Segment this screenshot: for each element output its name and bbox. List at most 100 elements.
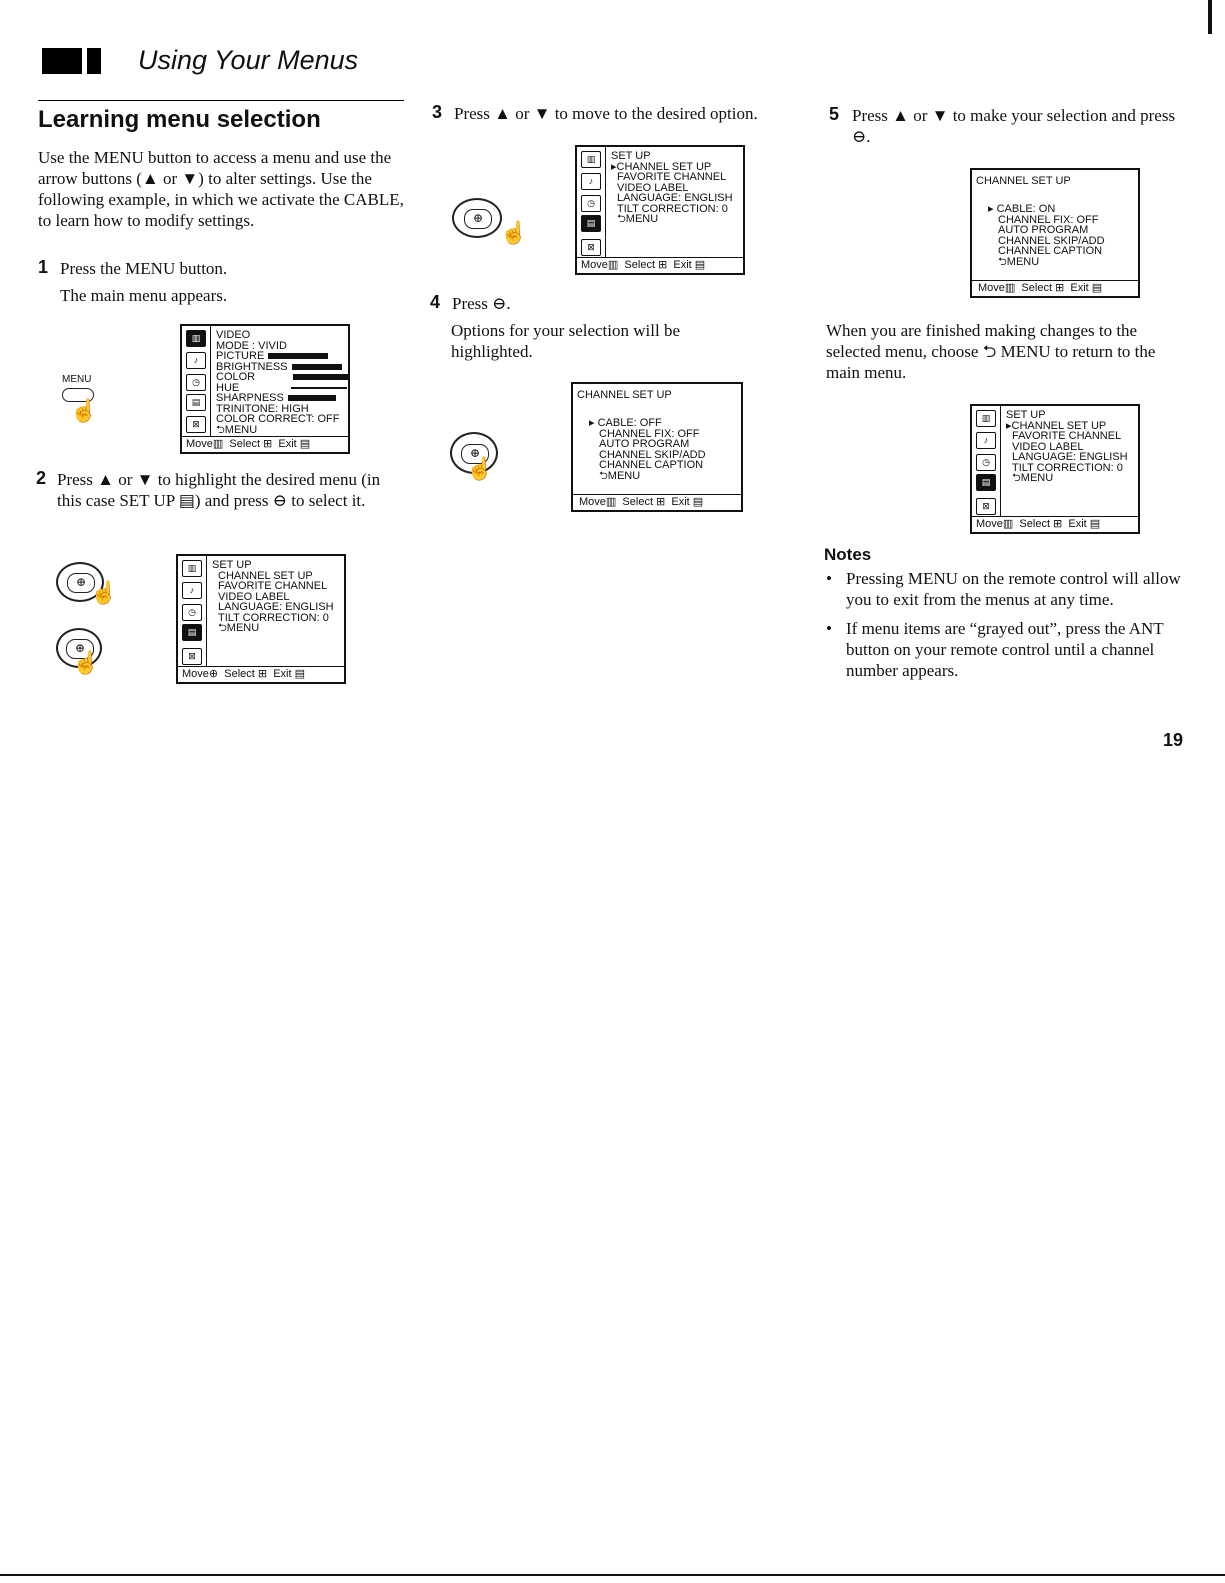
menu-line: LANGUAGE: ENGLISH <box>617 192 733 204</box>
menu-line: BRIGHTNESS <box>216 361 346 372</box>
return-instructions: When you are finished making changes to … <box>826 321 1156 382</box>
pointing-hand-icon: ☝ <box>90 580 118 605</box>
menu-footer: Move▥ Select ⊞ Exit ▤ <box>972 516 1138 532</box>
menu-line: AUTO PROGRAM <box>599 438 690 450</box>
timer-icon: ◷ <box>581 195 601 212</box>
level-bar <box>287 395 336 402</box>
level-bar <box>291 386 348 389</box>
menu-line: TILT CORRECTION: 0 <box>617 202 728 215</box>
menu-line: TILT CORRECTION: 0 <box>218 611 329 624</box>
menu-line: LANGUAGE: ENGLISH <box>218 601 334 613</box>
timer-icon: ◷ <box>976 454 996 471</box>
notes-list: Pressing MENU on the remote control will… <box>824 568 1194 689</box>
pointing-hand-icon: ☝ <box>500 220 528 245</box>
menu-line: CHANNEL CAPTION <box>599 459 704 471</box>
menu-line: COLOR CORRECT: OFF <box>216 413 340 425</box>
menu-icon-column: ▥ ♪ ◷ ▤ ⊠ <box>178 556 207 666</box>
step-1-number: 1 <box>38 257 49 277</box>
remote-select-icon[interactable]: ⊕ <box>56 628 102 668</box>
menu-line: SET UP <box>212 559 252 571</box>
menu-line: FAVORITE CHANNEL <box>218 580 328 592</box>
pointing-hand-icon: ☝ <box>70 398 98 423</box>
menu-line: AUTO PROGRAM <box>998 224 1089 236</box>
menu-line: CHANNEL FIX: OFF <box>998 213 1099 226</box>
menu-footer: Move▥ Select ⊞ Exit ▤ <box>182 436 348 452</box>
menu-line: SHARPNESS <box>216 393 346 404</box>
video-icon: ▥ <box>976 410 996 427</box>
header-logo-blocks <box>42 48 101 74</box>
section-rule <box>38 100 404 101</box>
setup-menu-screen: ▥ ♪ ◷ ▤ ⊠ SET UP ▸CHANNEL SET UP FAVORIT… <box>575 145 745 275</box>
main-menu-screen: ▥ ♪ ◷ ▤ ⊠ VIDEO MODE : VIVID PICTURE BRI… <box>180 324 350 454</box>
menu-line: CHANNEL CAPTION <box>998 245 1103 257</box>
setup-icon: ▤ <box>976 474 996 491</box>
menu-line: ▸ CABLE: ON <box>988 203 1056 215</box>
menu-line: MODE : VIVID <box>216 339 287 352</box>
section-title: Learning menu selection <box>38 106 321 133</box>
level-bar <box>291 363 342 370</box>
setup-menu-screen: ▥ ♪ ◷ ▤ ⊠ SET UP CHANNEL SET UP FAVORITE… <box>176 554 346 684</box>
menu-title: CHANNEL SET UP <box>577 389 672 401</box>
menu-line: FAVORITE CHANNEL <box>1012 430 1122 442</box>
scan-edge-mark <box>1208 0 1212 34</box>
channel-setup-screen-cable-off: CHANNEL SET UP ▸ CABLE: OFF CHANNEL FIX:… <box>571 382 743 512</box>
menu-line: TRINITONE: HIGH <box>216 402 309 415</box>
main-menu-lines: VIDEO MODE : VIVID PICTURE BRIGHTNESS CO… <box>216 329 350 435</box>
menu-line: ⮌MENU <box>617 213 659 225</box>
menu-button-label: MENU <box>62 374 92 385</box>
audio-icon: ♪ <box>976 432 996 449</box>
remote-select-icon[interactable]: ⊕ <box>450 432 498 474</box>
scan-bottom-line <box>0 1574 1225 1576</box>
menu-line: ⮌MENU <box>599 469 641 482</box>
menu-line: ⮌MENU <box>1012 472 1054 484</box>
note-item: If menu items are “grayed out”, press th… <box>824 618 1194 681</box>
menu-line: ▸ CABLE: OFF <box>589 417 662 429</box>
menu-line: LANGUAGE: ENGLISH <box>1012 451 1128 463</box>
notes-title: Notes <box>824 545 872 564</box>
step-5-number: 5 <box>829 104 840 124</box>
intro-paragraph: Use the MENU button to access a menu and… <box>38 148 404 230</box>
pointing-hand-icon: ☝ <box>72 650 100 675</box>
timer-icon: ◷ <box>186 374 206 391</box>
setup-menu-lines: SET UP ▸CHANNEL SET UP FAVORITE CHANNEL … <box>611 151 741 225</box>
menu-line: SET UP <box>1006 409 1046 421</box>
caption-icon: ⊠ <box>186 416 206 433</box>
menu-line: VIDEO LABEL <box>617 181 689 194</box>
setup-icon: ▤ <box>182 624 202 641</box>
caption-icon: ⊠ <box>976 498 996 515</box>
menu-line: HUE <box>216 382 348 393</box>
step-3-text: Press ▲ or ▼ to move to the desired opti… <box>454 104 758 123</box>
channel-menu-lines: ▸ CABLE: ON CHANNEL FIX: OFF AUTO PROGRA… <box>976 204 1136 267</box>
setup-icon: ▤ <box>186 394 206 411</box>
page-number: 19 <box>1163 730 1184 750</box>
level-bar <box>293 374 350 381</box>
caption-icon: ⊠ <box>182 648 202 665</box>
menu-line: ⮌MENU <box>218 622 260 634</box>
audio-icon: ♪ <box>182 582 202 599</box>
menu-line: VIDEO LABEL <box>1012 440 1084 453</box>
page-title: Using Your Menus <box>138 45 359 75</box>
menu-footer: Move▥ Select ⊞ Exit ▤ <box>972 280 1138 296</box>
remote-dpad-icon[interactable]: ⊕ <box>56 562 104 602</box>
menu-button-icon[interactable] <box>62 388 94 402</box>
video-icon: ▥ <box>182 560 202 577</box>
setup-menu-lines: SET UP ▸CHANNEL SET UP FAVORITE CHANNEL … <box>1006 410 1136 484</box>
menu-line: SET UP <box>611 150 651 162</box>
menu-line: CHANNEL SKIP/ADD <box>998 234 1105 247</box>
menu-line: VIDEO LABEL <box>218 590 290 603</box>
menu-line: COLOR <box>216 372 350 383</box>
menu-footer: Move⊕ Select ⊞ Exit ▤ <box>178 666 344 682</box>
step-2-text: Press ▲ or ▼ to highlight the desired me… <box>57 470 381 510</box>
menu-line: VIDEO <box>216 329 251 341</box>
menu-footer: Move▥ Select ⊞ Exit ▤ <box>577 257 743 273</box>
audio-icon: ♪ <box>186 352 206 369</box>
audio-icon: ♪ <box>581 173 601 190</box>
menu-line: PICTURE <box>216 351 346 362</box>
menu-line: ▸CHANNEL SET UP <box>1006 419 1107 432</box>
remote-dpad-icon[interactable]: ⊕ <box>452 198 502 238</box>
level-bar <box>268 353 329 360</box>
step-4-subtext: Options for your selection will be highl… <box>451 321 680 361</box>
step-3-number: 3 <box>432 102 443 122</box>
step-4-text: Press ⊖. <box>452 294 511 313</box>
step-1-text: Press the MENU button. <box>60 259 228 278</box>
